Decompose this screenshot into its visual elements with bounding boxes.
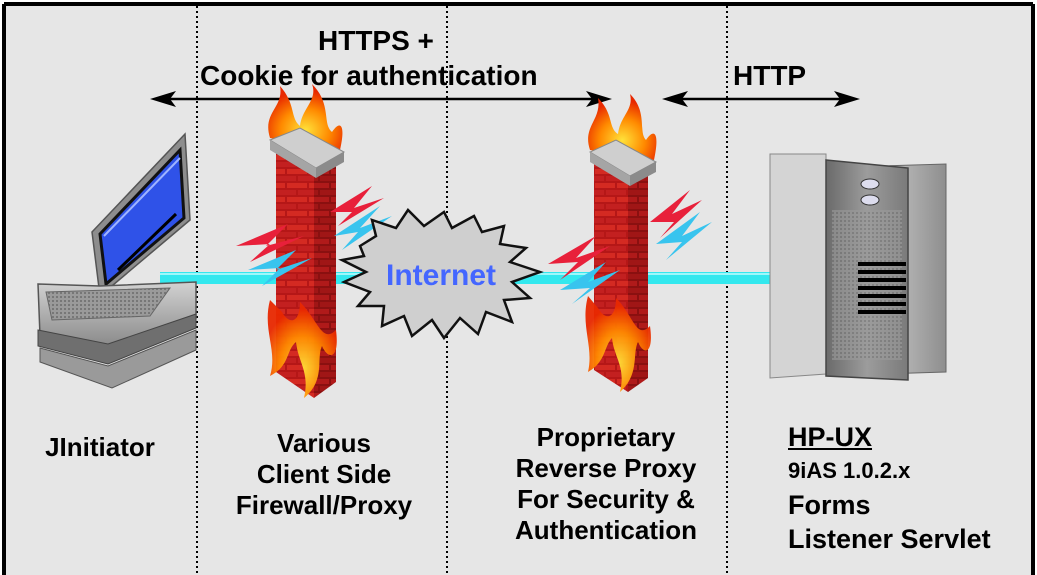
server-line-3: Listener Servlet xyxy=(788,524,991,554)
client-firewall-line-2: Client Side xyxy=(256,459,392,489)
laptop-icon xyxy=(37,132,197,389)
server-label: HP-UX 9iAS 1.0.2.x Forms Listener Servle… xyxy=(788,420,1028,556)
https-label: HTTPS + xyxy=(318,25,434,56)
reverse-proxy-line-3: For Security & xyxy=(517,484,695,514)
reverse-proxy-line-4: Authentication xyxy=(515,515,697,545)
reverse-proxy-line-1: Proprietary xyxy=(536,422,676,452)
server-icon xyxy=(769,153,948,381)
reverse-proxy-line-2: Reverse Proxy xyxy=(515,453,697,483)
client-firewall-label: Various Client Side Firewall/Proxy xyxy=(214,428,434,521)
reverse-proxy-label: Proprietary Reverse Proxy For Security &… xyxy=(486,422,726,546)
server-line-1: 9iAS 1.0.2.x xyxy=(788,458,911,483)
cloud-icon xyxy=(338,208,544,341)
client-label-line: JInitiator xyxy=(45,432,155,462)
reverse-proxy-firewall-icon xyxy=(548,94,712,392)
http-label: HTTP xyxy=(733,60,807,91)
http-arrow-icon xyxy=(662,91,860,107)
internet-label: Internet xyxy=(386,259,497,292)
client-firewall-icon xyxy=(236,84,392,398)
client-label: JInitiator xyxy=(10,432,190,463)
client-firewall-line-1: Various xyxy=(277,428,371,458)
server-line-2: Forms xyxy=(788,490,871,520)
https-cookie-label: Cookie for authentication xyxy=(200,60,538,91)
server-os-title: HP-UX xyxy=(788,422,873,452)
client-firewall-line-3: Firewall/Proxy xyxy=(235,490,413,520)
https-arrow-icon xyxy=(150,91,612,107)
